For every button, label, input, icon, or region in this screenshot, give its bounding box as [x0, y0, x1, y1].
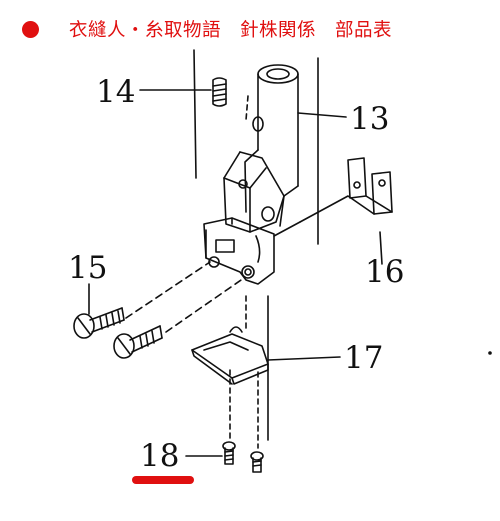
needle-clamp-body	[203, 217, 275, 285]
guard-plate-part-17	[191, 326, 269, 385]
callout-16: 16	[365, 254, 404, 290]
needle-bar-part-13	[223, 64, 299, 233]
callout-15: 15	[68, 250, 107, 286]
header: 衣縫人・糸取物語 針株関係 部品表	[22, 14, 392, 44]
callout-17: 17	[344, 340, 383, 376]
leader-line-16	[379, 231, 383, 265]
callout-13: 13	[350, 101, 389, 137]
callout-18: 18	[140, 438, 179, 474]
guide-line	[193, 49, 197, 179]
screw-axis-line	[125, 261, 211, 319]
small-screw-part-18b	[250, 451, 264, 473]
thread-guide-part-16	[273, 157, 393, 237]
stray-mark	[488, 351, 492, 355]
page-title: 衣縫人・糸取物語 針株関係 部品表	[69, 20, 393, 41]
small-screw-part-18	[222, 441, 236, 465]
long-screw-part-15b	[113, 325, 163, 359]
leader-line-13	[297, 112, 347, 118]
guide-line	[245, 95, 249, 121]
long-screw-part-15	[73, 307, 125, 339]
red-bullet-icon	[22, 20, 39, 38]
screw-axis-line	[165, 277, 245, 333]
callout-14: 14	[96, 74, 135, 110]
set-screw-part-14	[212, 77, 227, 107]
leader-line-17	[267, 356, 341, 361]
